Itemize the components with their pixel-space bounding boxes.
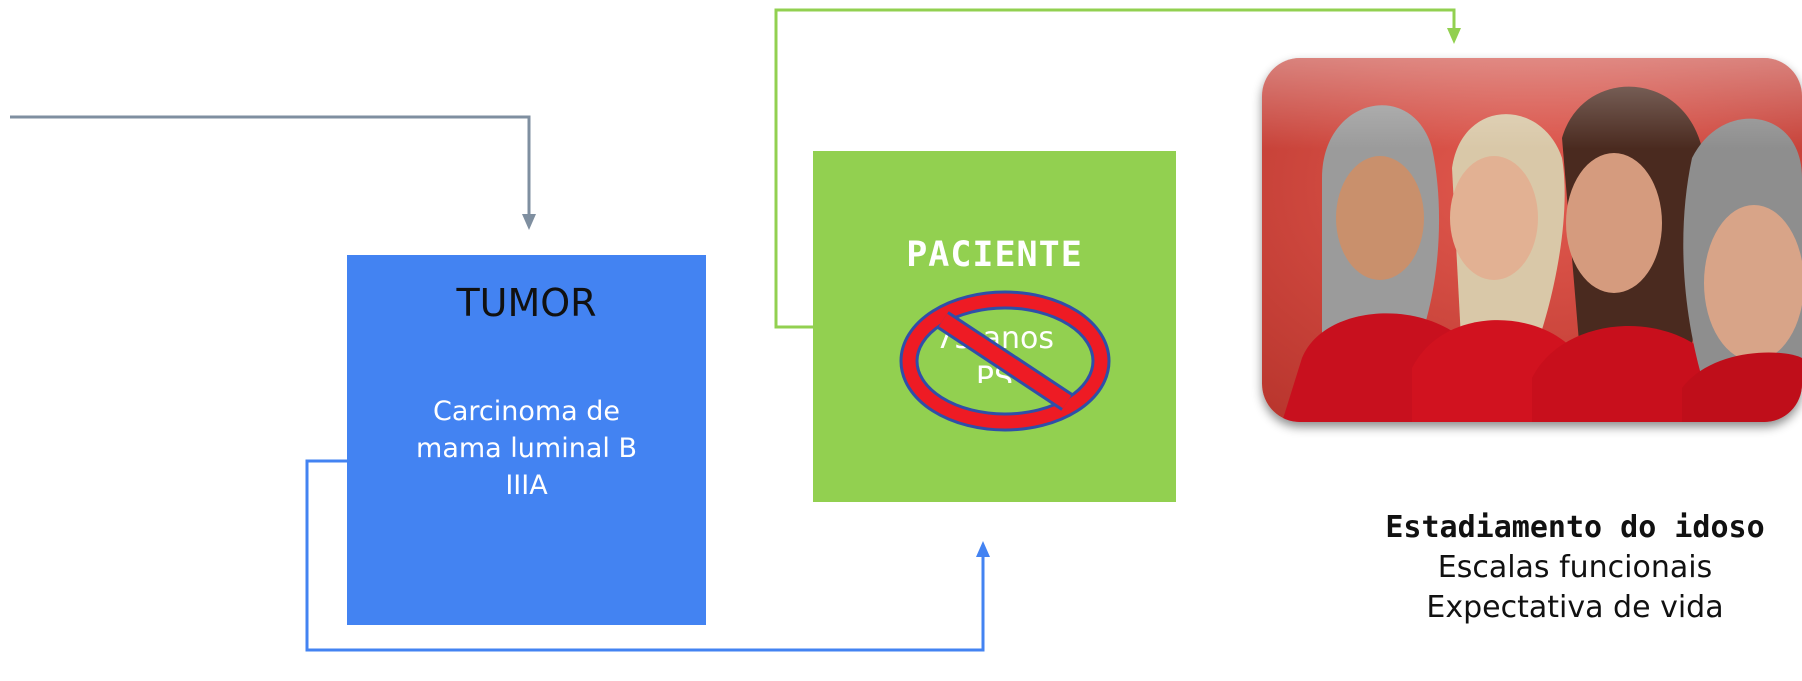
tumor-description-line: IIIA: [505, 470, 548, 501]
photo-illustration: [1262, 58, 1802, 422]
patient-title: PACIENTE: [906, 235, 1083, 275]
blue-arrowhead: [976, 541, 990, 557]
tumor-title: TUMOR: [456, 281, 597, 325]
tumor-description-line: mama luminal B: [416, 433, 637, 464]
staging-line: Escalas funcionais: [1437, 550, 1713, 585]
blue-connector-arrow: [305, 459, 985, 652]
staging-line: Expectativa de vida: [1426, 590, 1724, 625]
elderly-women-photo: [1262, 58, 1802, 422]
patient-box: PACIENTE 75 anos PS: [813, 151, 1176, 502]
green-connector-arrow: [774, 8, 1456, 329]
tumor-description-line: Carcinoma de: [432, 396, 621, 427]
gray-connector-arrow: [10, 115, 531, 215]
elderly-staging-section: Estadiamento do idoso Escalas funcionais…: [1330, 508, 1802, 628]
tumor-description: Carcinoma de mama luminal B IIIA: [377, 393, 676, 504]
gray-arrowhead: [522, 214, 536, 230]
tumor-box: TUMOR Carcinoma de mama luminal B IIIA: [347, 255, 706, 625]
staging-title: Estadiamento do idoso: [1385, 510, 1765, 545]
prohibited-icon: [899, 290, 1111, 432]
green-arrowhead: [1447, 28, 1461, 44]
